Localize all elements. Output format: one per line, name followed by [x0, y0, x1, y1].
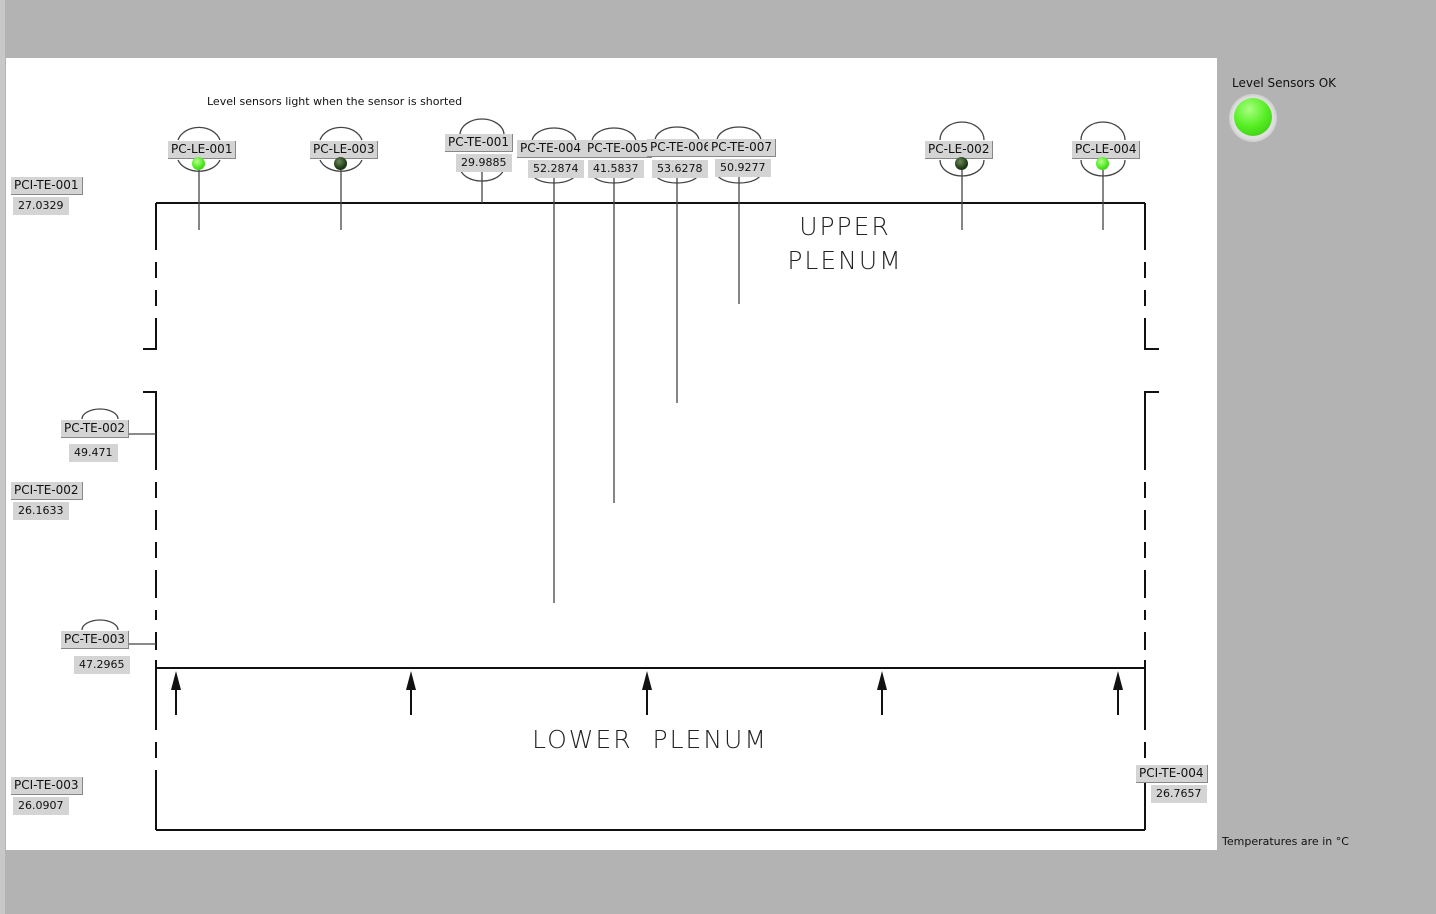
- level-sensor-led: [1096, 157, 1109, 170]
- inlet-temp-value: 27.0329: [13, 197, 69, 215]
- inlet-temp-value: 26.0907: [13, 797, 69, 815]
- temp-sensor-value: 53.6278: [652, 160, 708, 178]
- upper-plenum-line-2: PLENUM: [787, 246, 903, 275]
- inlet-temp-tag: PCI-TE-004: [1136, 765, 1208, 783]
- temp-sensor-value: 29.9885: [456, 154, 512, 172]
- inlet-temp-value: 26.7657: [1151, 785, 1207, 803]
- units-note: Temperatures are in °C: [1222, 835, 1349, 848]
- right-wall-lower: [1144, 391, 1159, 830]
- temp-sensor-value: 47.2965: [74, 656, 130, 674]
- inlet-temp-tag: PCI-TE-002: [11, 482, 83, 500]
- level-sensor-led: [334, 157, 347, 170]
- temp-sensor-value: 41.5837: [588, 160, 644, 178]
- temp-sensor-tag: PC-TE-004: [517, 140, 585, 158]
- arrow-head-icon: [171, 671, 181, 690]
- temp-sensor-value: 52.2874: [528, 160, 584, 178]
- level-sensor-note: Level sensors light when the sensor is s…: [207, 95, 463, 108]
- temp-sensor-tag: PC-TE-007: [708, 139, 776, 157]
- temp-sensor-value: 50.9277: [715, 159, 771, 177]
- level-sensor-led: [955, 157, 968, 170]
- right-wall-upper: [1144, 203, 1159, 350]
- temp-sensor-value: 49.471: [69, 444, 118, 462]
- level-sensors-ok-led: [1229, 94, 1277, 142]
- arrow-head-icon: [642, 671, 652, 690]
- temp-sensor-tag: PC-TE-003: [61, 631, 129, 649]
- level-sensor-tag: PC-LE-002: [925, 141, 994, 159]
- lower-plenum-label: LOWER PLENUM: [532, 725, 768, 754]
- upper-plenum-line-1: UPPER: [799, 212, 891, 241]
- level-sensor-led: [192, 157, 205, 170]
- upper-plenum-label: UPPER PLENUM: [780, 210, 910, 278]
- inlet-temp-value: 26.1633: [13, 502, 69, 520]
- temp-sensor-tag: PC-TE-006: [647, 139, 715, 157]
- vessel-diagram-panel: [6, 58, 1217, 850]
- left-wall-lower: [143, 391, 157, 830]
- temp-sensor-tag: PC-TE-002: [61, 420, 129, 438]
- arrow-head-icon: [877, 671, 887, 690]
- temp-sensor-tag: PC-TE-001: [445, 134, 513, 152]
- left-wall-upper: [143, 203, 157, 350]
- arrow-head-icon: [406, 671, 416, 690]
- window-edge: [0, 0, 5, 914]
- level-sensors-ok-label: Level Sensors OK: [1232, 76, 1337, 90]
- inlet-temp-tag: PCI-TE-003: [11, 777, 83, 795]
- level-sensor-tag: PC-LE-004: [1072, 141, 1141, 159]
- level-sensor-tag: PC-LE-001: [168, 141, 237, 159]
- inlet-temp-tag: PCI-TE-001: [11, 177, 83, 195]
- level-sensor-tag: PC-LE-003: [310, 141, 379, 159]
- temp-sensor-tag: PC-TE-005: [584, 140, 652, 158]
- arrow-head-icon: [1113, 671, 1123, 690]
